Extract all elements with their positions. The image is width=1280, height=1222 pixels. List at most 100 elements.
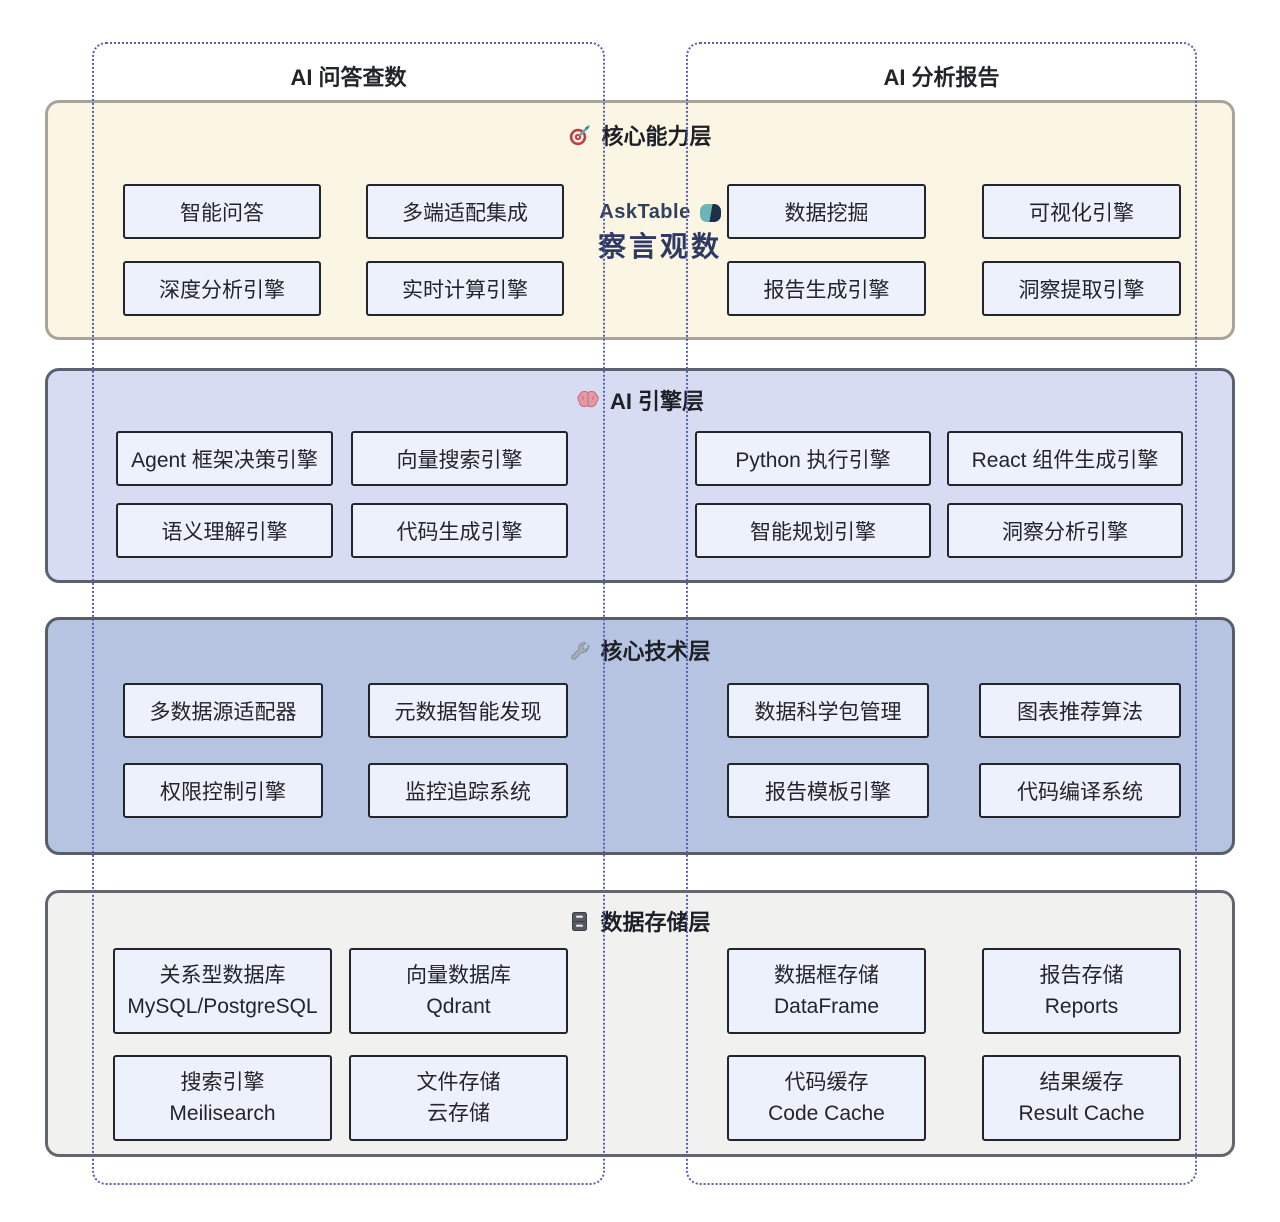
component-box: 数据框存储 DataFrame xyxy=(727,948,926,1034)
component-label: 结果缓存 xyxy=(1039,1070,1124,1094)
component-sublabel: MySQL/PostgreSQL xyxy=(127,995,318,1018)
component-label: 数据框存储 xyxy=(774,963,879,987)
component-box: 可视化引擎 xyxy=(982,184,1181,239)
component-label: 文件存储 xyxy=(416,1070,501,1094)
component-label: 深度分析引擎 xyxy=(159,278,285,302)
component-box: Agent 框架决策引擎 xyxy=(116,431,333,486)
engine-group-right: Python 执行引擎 React 组件生成引擎 智能规划引擎 洞察分析引擎 xyxy=(695,431,1183,558)
storage-group-right: 数据框存储 DataFrame 报告存储 Reports 代码缓存 Code C… xyxy=(727,948,1181,1141)
component-box: 数据挖掘 xyxy=(727,184,926,239)
component-box: 深度分析引擎 xyxy=(123,261,321,316)
component-box: 代码编译系统 xyxy=(979,763,1181,818)
engine-group-left: Agent 框架决策引擎 向量搜索引擎 语义理解引擎 代码生成引擎 xyxy=(116,431,568,558)
component-box: 报告模板引擎 xyxy=(727,763,929,818)
component-label: 智能规划引擎 xyxy=(750,520,876,544)
component-box: 图表推荐算法 xyxy=(979,683,1181,738)
component-box: 代码缓存 Code Cache xyxy=(727,1055,926,1141)
component-label: 洞察分析引擎 xyxy=(1002,520,1128,544)
component-label: Agent 框架决策引擎 xyxy=(131,448,318,472)
component-box: 智能规划引擎 xyxy=(695,503,931,558)
cabinet-icon xyxy=(572,911,588,931)
layer-data-storage: 数据存储层 关系型数据库 MySQL/PostgreSQL 向量数据库 Qdra… xyxy=(45,890,1235,1157)
component-label: Python 执行引擎 xyxy=(735,448,891,472)
component-label: 数据挖掘 xyxy=(784,201,869,225)
component-sublabel: Code Cache xyxy=(768,1102,885,1125)
layer-core-technology-title: 核心技术层 xyxy=(48,634,1232,666)
asktable-brand-row: AskTable xyxy=(585,201,735,224)
component-sublabel: DataFrame xyxy=(773,995,880,1018)
component-label: 关系型数据库 xyxy=(159,963,286,987)
storage-group-left: 关系型数据库 MySQL/PostgreSQL 向量数据库 Qdrant 搜索引… xyxy=(113,948,568,1141)
capability-group-left: 智能问答 多端适配集成 深度分析引擎 实时计算引擎 xyxy=(123,184,564,316)
asktable-mark-icon xyxy=(699,203,721,222)
target-icon xyxy=(570,124,591,145)
layer-core-technology: 核心技术层 多数据源适配器 元数据智能发现 权限控制引擎 监控追踪系统 数据科学… xyxy=(45,617,1235,855)
layer-data-storage-title: 数据存储层 xyxy=(48,905,1232,937)
layer-title-text: AI 引擎层 xyxy=(609,389,705,414)
component-box: 报告存储 Reports xyxy=(982,948,1181,1034)
component-label: 监控追踪系统 xyxy=(405,780,531,804)
component-sublabel: Reports xyxy=(1044,995,1119,1018)
component-label: 代码编译系统 xyxy=(1017,780,1143,804)
layer-ai-engine: AI 引擎层 Agent 框架决策引擎 向量搜索引擎 语义理解引擎 代码生成引擎… xyxy=(45,368,1235,583)
technology-group-left: 多数据源适配器 元数据智能发现 权限控制引擎 监控追踪系统 xyxy=(123,683,568,818)
technology-group-right: 数据科学包管理 图表推荐算法 报告模板引擎 代码编译系统 xyxy=(727,683,1181,818)
component-label: 洞察提取引擎 xyxy=(1018,278,1145,302)
component-label: 语义理解引擎 xyxy=(161,520,288,544)
component-label: 智能问答 xyxy=(180,201,264,225)
component-box: 多数据源适配器 xyxy=(123,683,323,738)
component-sublabel: Qdrant xyxy=(426,995,491,1018)
component-label: 数据科学包管理 xyxy=(754,700,902,724)
layer-title-text: 数据存储层 xyxy=(600,910,711,935)
component-box: Python 执行引擎 xyxy=(695,431,931,486)
component-label: 图表推荐算法 xyxy=(1017,700,1143,724)
component-box: 搜索引擎 Meilisearch xyxy=(113,1055,332,1141)
component-label: 报告存储 xyxy=(1039,963,1124,987)
component-sublabel: 云存储 xyxy=(427,1102,490,1125)
component-box: 关系型数据库 MySQL/PostgreSQL xyxy=(113,948,332,1034)
component-box: 数据科学包管理 xyxy=(727,683,929,738)
component-box: 语义理解引擎 xyxy=(116,503,333,558)
component-box: 向量搜索引擎 xyxy=(351,431,568,486)
component-box: 监控追踪系统 xyxy=(368,763,568,818)
component-label: 权限控制引擎 xyxy=(160,780,286,804)
component-box: 报告生成引擎 xyxy=(727,261,926,316)
column-title: AI 问答查数 xyxy=(290,65,407,90)
component-box: 智能问答 xyxy=(123,184,321,239)
component-box: 实时计算引擎 xyxy=(366,261,564,316)
layer-title-text: 核心能力层 xyxy=(601,124,712,149)
component-box: 文件存储 云存储 xyxy=(349,1055,568,1141)
component-label: 向量搜索引擎 xyxy=(396,448,523,472)
component-box: React 组件生成引擎 xyxy=(947,431,1183,486)
component-sublabel: Meilisearch xyxy=(169,1102,276,1125)
component-box: 元数据智能发现 xyxy=(368,683,568,738)
component-label: 实时计算引擎 xyxy=(402,278,528,302)
component-box: 代码生成引擎 xyxy=(351,503,568,558)
component-label: React 组件生成引擎 xyxy=(971,448,1159,472)
component-label: 向量数据库 xyxy=(406,963,511,987)
component-label: 多数据源适配器 xyxy=(149,700,297,724)
component-label: 代码缓存 xyxy=(784,1070,869,1094)
asktable-logo: AskTable 察言观数 xyxy=(585,201,735,265)
component-label: 搜索引擎 xyxy=(180,1070,265,1094)
brand-name: AskTable xyxy=(599,201,691,223)
column-title: AI 分析报告 xyxy=(883,65,1000,90)
component-label: 报告生成引擎 xyxy=(763,278,890,302)
brand-subtitle: 察言观数 xyxy=(597,230,722,263)
layer-ai-engine-title: AI 引擎层 xyxy=(48,384,1232,416)
component-box: 向量数据库 Qdrant xyxy=(349,948,568,1034)
component-label: 可视化引擎 xyxy=(1029,201,1134,225)
capability-group-right: 数据挖掘 可视化引擎 报告生成引擎 洞察提取引擎 xyxy=(727,184,1181,316)
brain-icon xyxy=(577,390,599,408)
component-box: 结果缓存 Result Cache xyxy=(982,1055,1181,1141)
layer-core-capability-title: 核心能力层 xyxy=(48,119,1232,151)
component-box: 权限控制引擎 xyxy=(123,763,323,818)
component-label: 报告模板引擎 xyxy=(765,780,891,804)
component-box: 洞察分析引擎 xyxy=(947,503,1183,558)
component-label: 元数据智能发现 xyxy=(394,700,542,724)
layer-core-capability: 核心能力层 智能问答 多端适配集成 深度分析引擎 实时计算引擎 数据挖掘 可视化… xyxy=(45,100,1235,340)
layer-title-text: 核心技术层 xyxy=(600,639,711,664)
component-sublabel: Result Cache xyxy=(1018,1102,1145,1125)
component-label: 代码生成引擎 xyxy=(396,520,523,544)
